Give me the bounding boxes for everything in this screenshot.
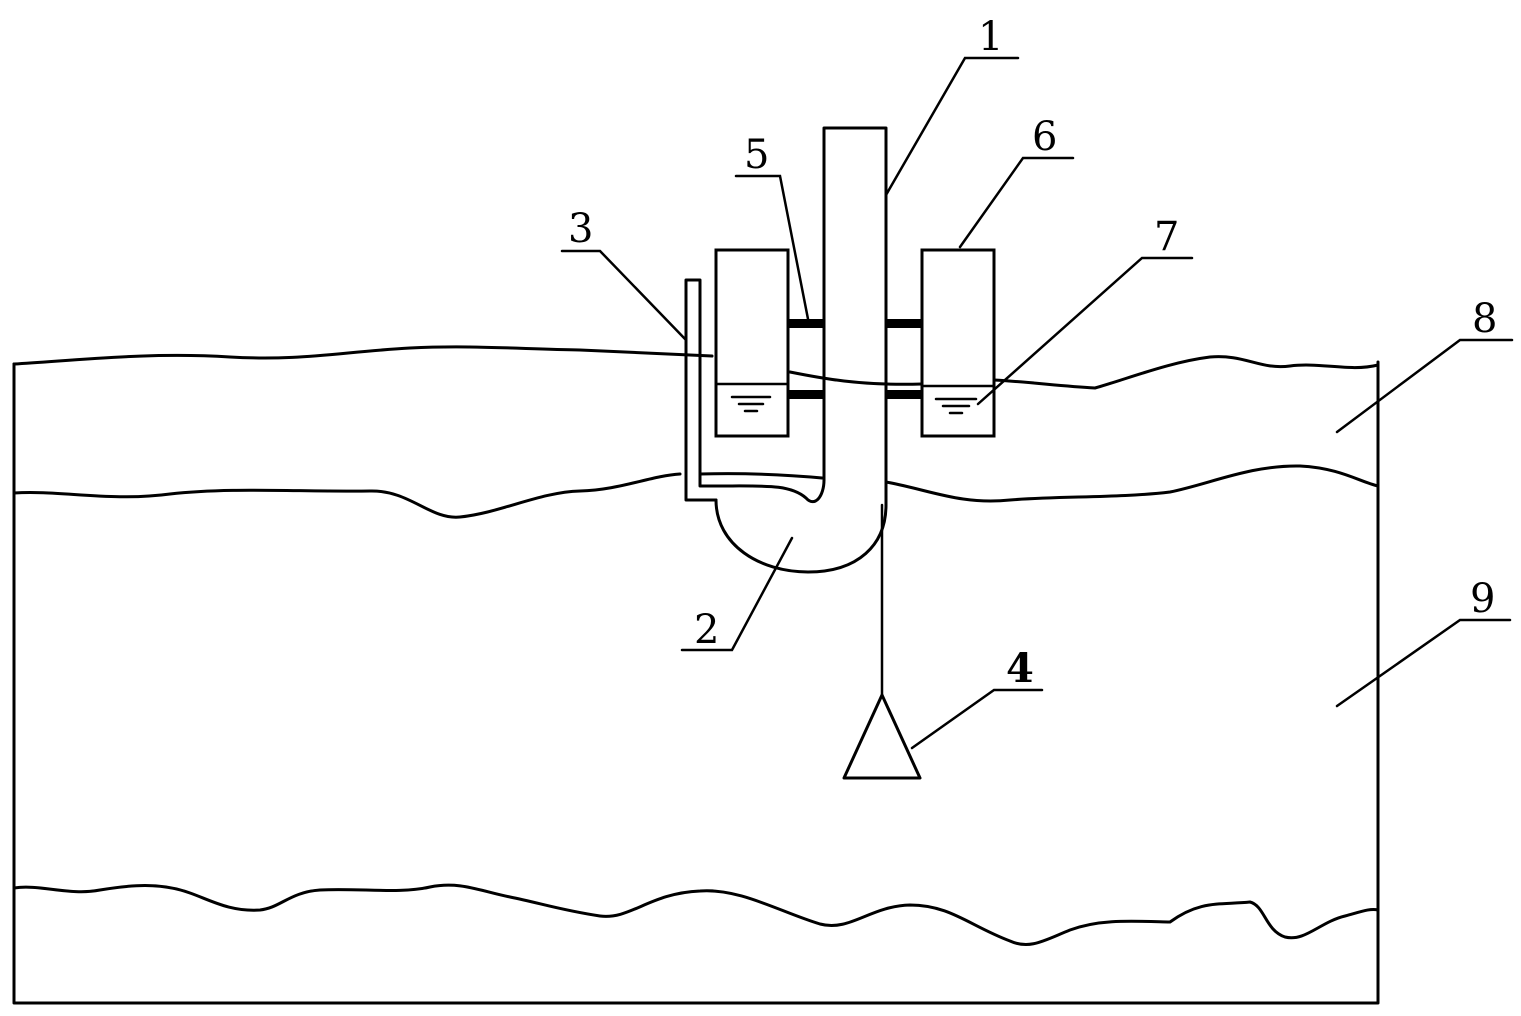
float-box-6 [920,248,996,438]
connector-5-lower-left [788,390,824,399]
leader-7 [976,256,1194,406]
water-surface-right [992,355,1380,390]
label-2: 2 [694,607,719,653]
leader-8 [1335,338,1514,434]
connector-lower-right [886,390,922,399]
label-8: 8 [1472,296,1497,342]
pipe-1 [822,126,888,507]
layer-boundary-left [12,472,682,519]
leader-5 [734,174,810,321]
label-4: 4 [1006,645,1034,692]
label-5: 5 [744,132,769,178]
connector-5-upper-left [788,319,824,328]
anchor-4 [842,693,922,780]
label-1: 1 [978,14,1003,60]
u-bend-2 [714,498,888,574]
tank-outline [12,360,1380,1005]
water-surface-left [12,345,714,366]
label-3: 3 [568,206,593,252]
leader-2 [680,536,794,652]
leader-6 [958,156,1075,249]
pipe-3 [684,278,718,502]
leader-9 [1335,618,1512,708]
leader-3 [560,249,688,342]
water-surface-middle [788,370,924,386]
leader-4 [910,688,1044,750]
label-9: 9 [1470,576,1495,622]
label-6: 6 [1032,114,1057,160]
u-bend-2-inner [714,478,826,504]
layer-boundary-mid [698,472,824,480]
bottom-line [12,883,1380,946]
connector-upper-right [886,319,922,328]
label-7: 7 [1154,214,1179,260]
layer-boundary-right [884,464,1380,503]
float-box-left [714,248,790,438]
leader-1 [884,56,1020,197]
